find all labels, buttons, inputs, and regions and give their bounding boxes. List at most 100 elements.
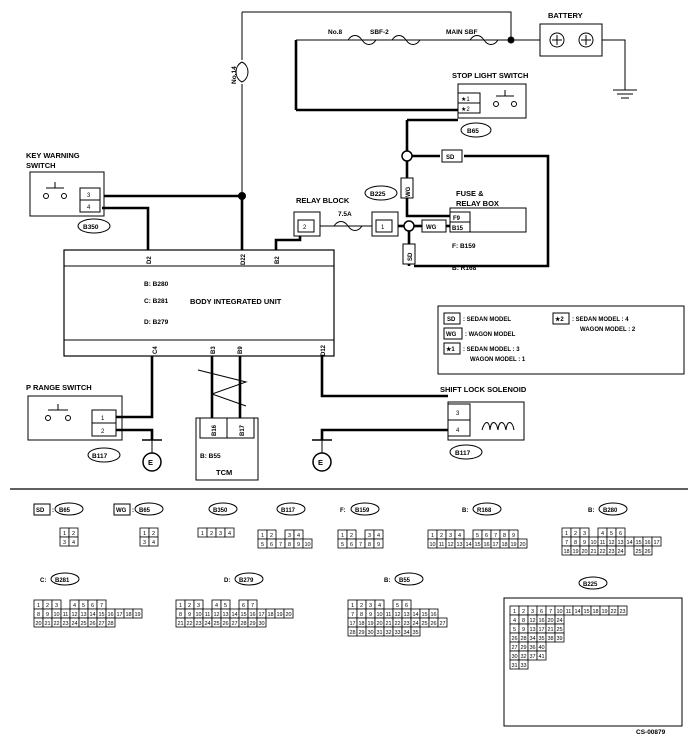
pin-number: 23 xyxy=(403,621,409,627)
pin-number: 2 xyxy=(210,531,213,537)
pin-number: 41 xyxy=(538,654,544,660)
pin-number: 2 xyxy=(522,609,525,615)
pin-number: 8 xyxy=(368,542,371,548)
pin-number: 11 xyxy=(600,540,606,546)
ground-e-label-2: E xyxy=(318,458,323,467)
shift-conn: B117 xyxy=(455,450,471,457)
pin-number: 6 xyxy=(485,533,488,539)
key-pin-4: 4 xyxy=(87,205,91,211)
pin-number: 10 xyxy=(195,612,201,618)
pin-number: 25 xyxy=(556,627,562,633)
pin-number: 20 xyxy=(376,621,382,627)
pin-cell xyxy=(642,545,653,556)
pin-number: 35 xyxy=(412,630,418,636)
pin-cell xyxy=(554,632,565,643)
pin-number: 3 xyxy=(531,609,534,615)
pin-number: 20 xyxy=(547,618,553,624)
pin-number: 31 xyxy=(511,663,517,669)
pin-number: 14 xyxy=(626,540,632,546)
fuse-relay-box: FUSE & RELAY BOX F9 B15 F: B159 B: R168 xyxy=(449,189,527,272)
pin-number: 26 xyxy=(222,621,228,627)
pin-number: 9 xyxy=(46,612,49,618)
pin-number: 7 xyxy=(351,612,354,618)
pin-number: 8 xyxy=(179,612,182,618)
unit-pin-b3: B3 xyxy=(211,346,217,354)
ground-e-label-1: E xyxy=(148,458,153,467)
pin-number: 17 xyxy=(538,627,544,633)
legend-star1: ★1 xyxy=(446,346,455,353)
connector-code-oval xyxy=(134,502,164,516)
pin-number: 18 xyxy=(592,609,598,615)
unit-pin-d2: D2 xyxy=(147,256,153,264)
pin-number: 31 xyxy=(376,630,382,636)
legend-star1-line1: : SEDAN MODEL : 3 xyxy=(463,347,520,353)
pin-number: 13 xyxy=(617,540,623,546)
sbf2-label: SBF-2 xyxy=(370,29,389,36)
pin-number: 24 xyxy=(556,618,562,624)
pin-number: 1 xyxy=(431,533,434,539)
p-pin-1: 1 xyxy=(101,416,105,422)
relay-pin-1: 1 xyxy=(381,225,385,231)
pin-number: 14 xyxy=(412,612,418,618)
key-conn: B350 xyxy=(83,224,99,231)
pin-number: 21 xyxy=(385,621,391,627)
pin-number: 2 xyxy=(188,603,191,609)
pin-number: 17 xyxy=(116,612,122,618)
pin-number: 4 xyxy=(228,531,231,537)
pin-number: 14 xyxy=(89,612,95,618)
pin-number: 19 xyxy=(510,542,516,548)
pin-number: 15 xyxy=(635,540,641,546)
shift-pin-3: 3 xyxy=(456,411,460,417)
p-range-switch: P RANGE SWITCH 1 2 B117 xyxy=(26,383,123,463)
pin-number: 11 xyxy=(63,612,69,618)
connector-code: B55 xyxy=(399,578,411,584)
pin-cell xyxy=(105,617,116,628)
pin-number: 3 xyxy=(55,603,58,609)
pin-cell xyxy=(410,626,421,637)
pin-number: 16 xyxy=(483,542,489,548)
body-conn-b281: C: B281 xyxy=(144,298,169,305)
pin-number: 5 xyxy=(341,542,344,548)
stop-pin-1: ★1 xyxy=(461,96,470,103)
pin-number: 4 xyxy=(72,540,75,546)
pin-number: 15 xyxy=(421,612,427,618)
connector-code: B159 xyxy=(355,508,370,514)
pin-number: 16 xyxy=(644,540,650,546)
pin-number: 3 xyxy=(369,603,372,609)
fuse-no8-label: No.8 xyxy=(328,29,342,36)
pin-number: 21 xyxy=(177,621,183,627)
relay-block: RELAY BLOCK B225 2 1 7.5A xyxy=(293,185,399,237)
pin-number: 14 xyxy=(231,612,237,618)
pin-number: 29 xyxy=(520,645,526,651)
body-unit-label: BODY INTEGRATED UNIT xyxy=(190,297,282,306)
pin-number: 34 xyxy=(403,630,409,636)
pin-number: 1 xyxy=(37,603,40,609)
pin-number: 13 xyxy=(80,612,86,618)
stop-conn: B65 xyxy=(467,128,479,135)
pin-number: 22 xyxy=(599,549,605,555)
pin-number: 20 xyxy=(519,542,525,548)
pin-cell xyxy=(536,650,547,661)
pin-number: 10 xyxy=(376,612,382,618)
pin-number: 8 xyxy=(288,542,291,548)
ground-e-2: E xyxy=(312,439,332,472)
pin-number: 16 xyxy=(430,612,436,618)
connector-prefix-box xyxy=(113,503,131,516)
pin-number: 18 xyxy=(501,542,507,548)
sd-tag-2: SD xyxy=(408,252,414,261)
pin-number: 2 xyxy=(72,531,75,537)
pin-number: 16 xyxy=(538,618,544,624)
pin-cell xyxy=(148,536,159,547)
pin-number: 3 xyxy=(197,603,200,609)
pin-number: 15 xyxy=(240,612,246,618)
pin-number: 7 xyxy=(549,609,552,615)
body-conn-b280: B: B280 xyxy=(144,281,169,288)
pin-number: 13 xyxy=(222,612,228,618)
connector-code: B280 xyxy=(603,508,618,514)
connector-code: B65 xyxy=(139,508,151,514)
ground-e-1: E xyxy=(142,439,162,472)
pin-number: 27 xyxy=(231,621,237,627)
